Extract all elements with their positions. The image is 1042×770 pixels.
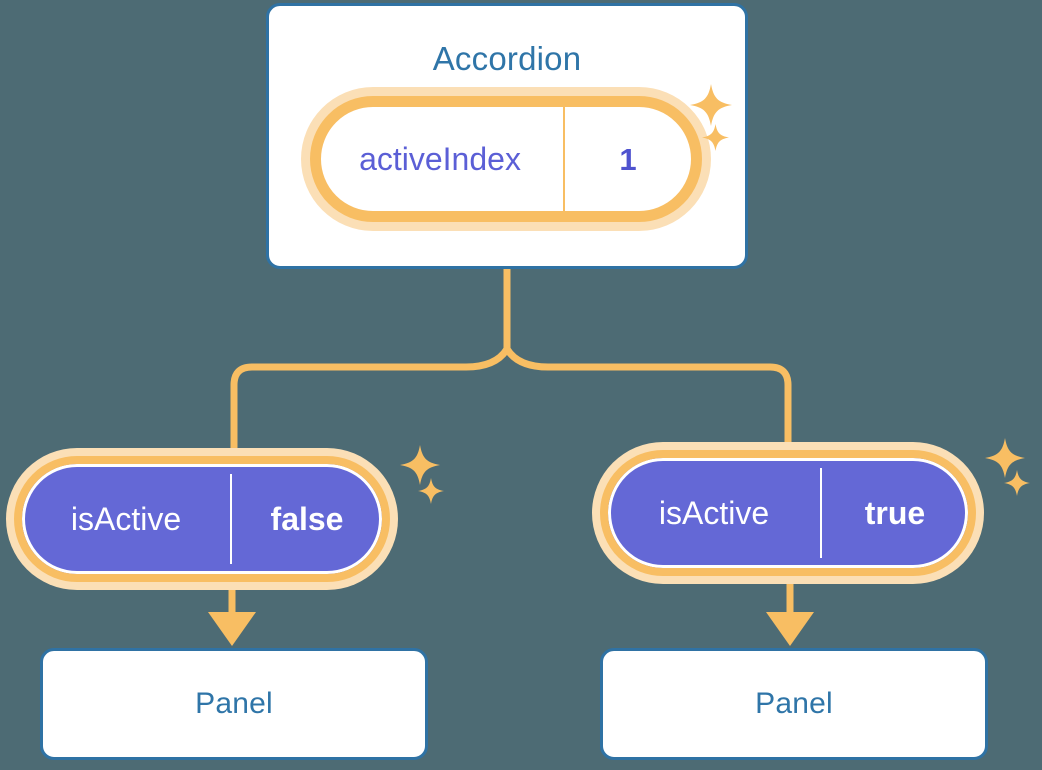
sparkle-four-point-small-icon bbox=[702, 124, 729, 151]
panel-title: Panel bbox=[195, 687, 273, 720]
arrow-left bbox=[208, 582, 256, 646]
sparkle-four-point-large-icon bbox=[985, 438, 1025, 478]
state-key-label: isActive bbox=[70, 501, 182, 537]
sparkle-four-point-large-icon bbox=[400, 445, 440, 485]
sparkle-four-point-large-icon bbox=[690, 84, 732, 126]
state-badge-is-active-true[interactable]: isActive true bbox=[600, 450, 976, 576]
state-badge-active-index[interactable]: activeIndex 1 bbox=[310, 96, 702, 222]
state-divider bbox=[230, 474, 232, 564]
panel-card-left: Panel bbox=[40, 648, 428, 760]
arrow-right bbox=[766, 576, 814, 646]
state-divider bbox=[820, 468, 822, 558]
branch-bracket bbox=[230, 345, 792, 460]
panel-title: Panel bbox=[755, 687, 833, 720]
state-badge-is-active-false[interactable]: isActive false bbox=[14, 456, 390, 582]
state-divider bbox=[563, 107, 565, 211]
page-title: Accordion bbox=[432, 40, 582, 77]
panel-card-right: Panel bbox=[600, 648, 988, 760]
state-key-label: activeIndex bbox=[359, 141, 521, 177]
state-value-label: true bbox=[864, 495, 926, 531]
state-value-label: 1 bbox=[619, 141, 637, 177]
state-value-label: false bbox=[270, 501, 344, 537]
sparkle-four-point-small-icon bbox=[418, 478, 444, 504]
sparkle-four-point-small-icon bbox=[1004, 470, 1030, 496]
state-key-label: isActive bbox=[658, 495, 770, 531]
